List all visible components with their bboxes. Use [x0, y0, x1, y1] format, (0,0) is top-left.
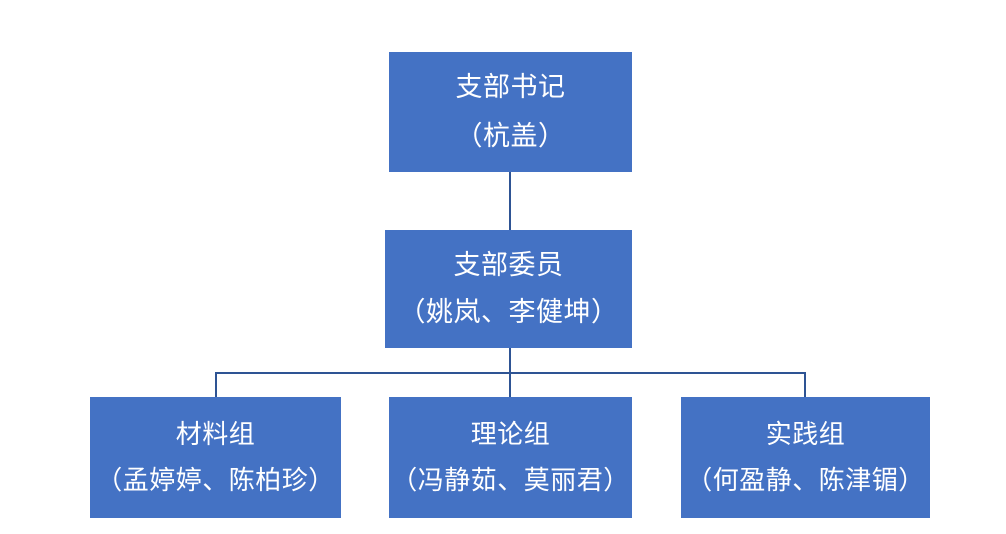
node-branch-committee-title: 支部委员: [453, 249, 564, 280]
connector-bus-to-material-group: [215, 372, 217, 397]
connector-bus-to-practice-group: [804, 372, 806, 397]
node-group-theory[interactable]: 理论组 （冯静茹、莫丽君）: [389, 397, 632, 518]
connector-committee-to-bus: [509, 348, 511, 373]
node-group-material-members: （孟婷婷、陈柏珍）: [96, 464, 335, 495]
connector-bus-to-theory-group: [509, 372, 511, 397]
node-branch-secretary-title: 支部书记: [455, 71, 566, 102]
node-group-material-title: 材料组: [175, 418, 256, 449]
node-group-practice[interactable]: 实践组 （何盈静、陈津镅）: [681, 397, 930, 518]
node-group-theory-title: 理论组: [470, 418, 551, 449]
node-group-practice-title: 实践组: [765, 418, 846, 449]
node-branch-committee[interactable]: 支部委员 （姚岚、李健坤）: [385, 230, 632, 348]
node-branch-committee-members: （姚岚、李健坤）: [398, 297, 619, 327]
node-group-material[interactable]: 材料组 （孟婷婷、陈柏珍）: [90, 397, 341, 518]
node-group-theory-members: （冯静茹、莫丽君）: [391, 464, 630, 495]
connector-secretary-to-committee: [509, 172, 511, 230]
node-group-practice-members: （何盈静、陈津镅）: [686, 464, 925, 495]
node-branch-secretary-members: （杭盖）: [455, 121, 566, 151]
node-branch-secretary[interactable]: 支部书记 （杭盖）: [389, 52, 632, 172]
